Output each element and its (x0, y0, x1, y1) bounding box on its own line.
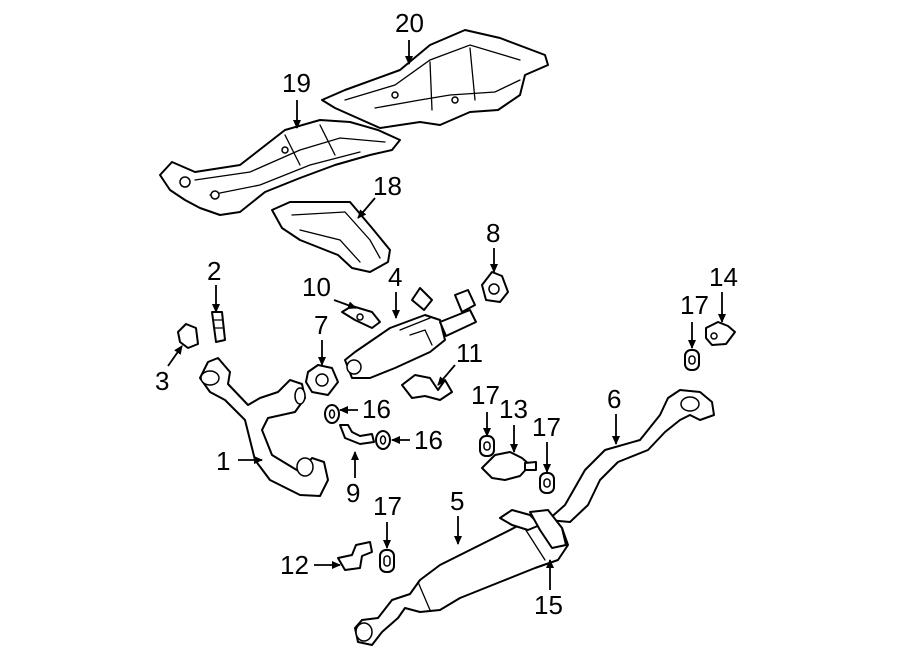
callout-labels: 20 19 18 8 4 10 7 2 3 1 11 16 16 9 17 13… (155, 8, 738, 620)
callout-6: 6 (607, 384, 621, 414)
gasket-7 (305, 364, 339, 396)
insulator-17c (379, 549, 395, 573)
heat-shield-lower (159, 119, 401, 216)
catalytic-converter (344, 287, 477, 379)
sensor-cover-3 (177, 323, 199, 349)
callout-20: 20 (395, 8, 424, 38)
hanger-bracket-12 (337, 541, 373, 571)
callout-13: 13 (499, 394, 528, 424)
callout-8: 8 (486, 218, 500, 248)
hanger-bracket-11 (401, 374, 453, 401)
clamp-15 (529, 509, 567, 549)
oxygen-sensor-10 (341, 305, 381, 329)
insulator-17b (539, 472, 555, 494)
callout-19: 19 (282, 68, 311, 98)
callout-12: 12 (280, 550, 309, 580)
callout-1: 1 (216, 446, 230, 476)
callout-3: 3 (155, 366, 169, 396)
tail-pipe (547, 389, 715, 523)
air-pipe-9 (339, 424, 375, 445)
gasket-16b (375, 430, 391, 450)
callout-17a: 17 (471, 380, 500, 410)
callout-11: 11 (456, 338, 483, 368)
insulator-17a (479, 435, 495, 457)
callout-4: 4 (388, 262, 402, 292)
heat-shield (271, 201, 391, 273)
callout-2: 2 (207, 256, 221, 286)
callout-16a: 16 (362, 394, 391, 424)
heat-shield-upper (321, 29, 549, 129)
insulator-17d (684, 349, 700, 371)
gasket-8 (481, 271, 509, 303)
callout-18: 18 (373, 171, 402, 201)
callout-14: 14 (709, 262, 738, 292)
callout-15: 15 (534, 590, 563, 620)
callout-9: 9 (346, 478, 360, 508)
gasket-16a (324, 404, 340, 424)
callout-17b: 17 (532, 412, 561, 442)
hanger-bracket-13 (481, 451, 537, 481)
front-exhaust-pipe (199, 357, 329, 497)
hanger-bracket-14 (705, 321, 736, 346)
callout-7: 7 (314, 310, 328, 340)
callout-5: 5 (450, 486, 464, 516)
oxygen-sensor-2 (211, 311, 226, 343)
leader-lines (167, 40, 726, 590)
callout-17c: 17 (373, 491, 402, 521)
callout-10: 10 (302, 272, 331, 302)
callout-17d: 17 (680, 290, 709, 320)
callout-16b: 16 (414, 425, 443, 455)
